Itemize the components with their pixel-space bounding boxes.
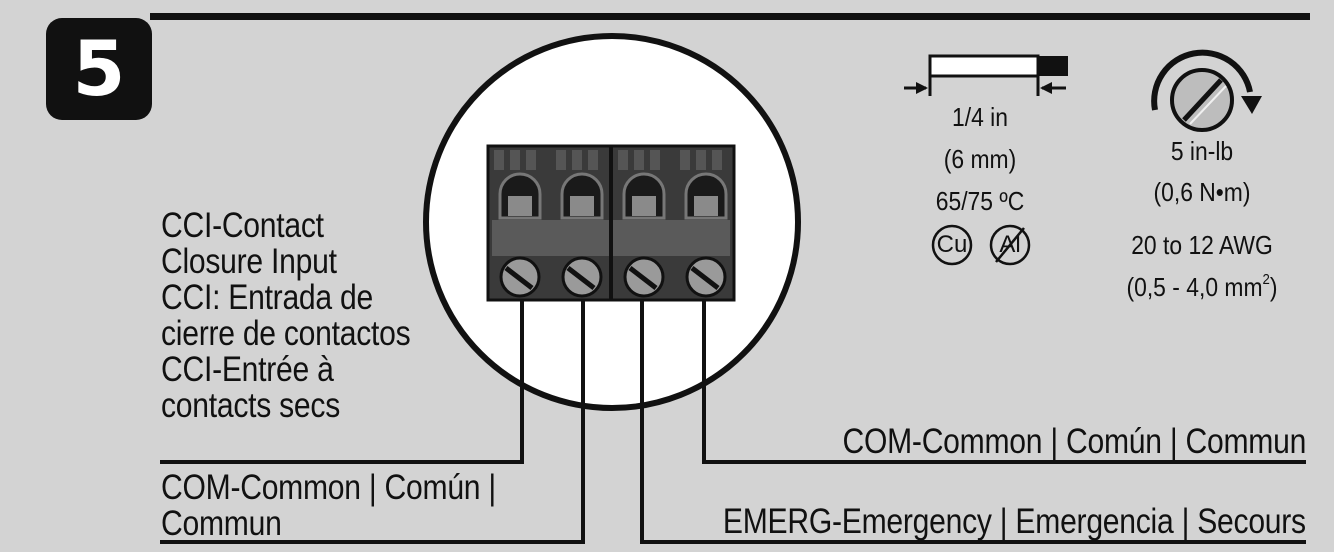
torque-value: 5 in-lb	[1170, 136, 1234, 166]
com-right-label: COM-Common | Común | Commun	[842, 422, 1306, 461]
emerg-label: EMERG-Emergency | Emergencia | Secours	[723, 502, 1306, 541]
wire-gauge: 20 to 12 AWG	[1131, 230, 1273, 260]
leader-lines	[160, 300, 1306, 544]
aluminum-label: Al	[999, 231, 1021, 258]
aluminum-symbol	[989, 224, 1031, 266]
step-number-badge: 5	[46, 18, 152, 120]
strip-length-metric: (6 mm)	[943, 144, 1017, 174]
strip-length-icon	[904, 54, 1068, 96]
terminal-block	[486, 144, 736, 302]
cci-line: Closure Input	[161, 242, 337, 281]
strip-length: 1/4 in	[952, 102, 1008, 132]
cci-label: CCI-Contact Closure Input CCI: Entrada d…	[161, 208, 451, 424]
cci-line: contacts secs	[161, 386, 341, 425]
cci-line: CCI: Entrada de	[161, 278, 373, 317]
copper-symbol	[931, 224, 973, 266]
wire-area: (0,5 - 4,0 mm2)	[1126, 271, 1278, 302]
terminal-screws	[499, 256, 727, 298]
cci-line: CCI-Contact	[161, 206, 324, 245]
com-left-line2: Commun	[161, 504, 282, 543]
com-left-label: COM-Common | Común | Commun	[161, 470, 550, 542]
cci-line: CCI-Entrée à	[161, 350, 334, 389]
com-left-line1: COM-Common | Común |	[161, 468, 496, 507]
temperature-rating: 65/75 ºC	[935, 186, 1025, 216]
cci-line: cierre de contactos	[161, 314, 411, 353]
screw-torque-icon	[1151, 49, 1262, 132]
copper-label: Cu	[936, 231, 968, 258]
torque-metric: (0,6 N•m)	[1153, 177, 1251, 207]
top-rule	[150, 13, 1310, 20]
